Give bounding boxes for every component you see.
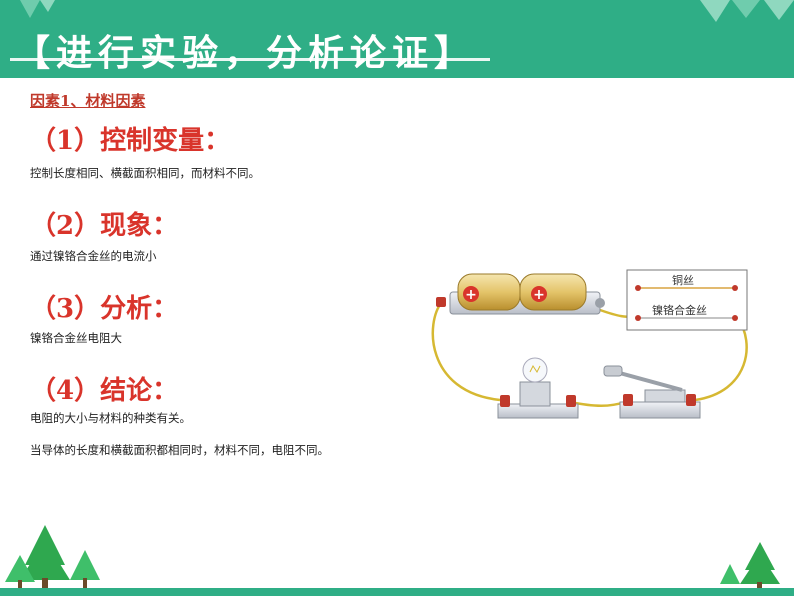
- header-decoration: [10, 0, 794, 61]
- battery-plus-2: +: [533, 287, 545, 303]
- factor-title: 因素1、材料因素: [30, 92, 146, 110]
- page-title: 【进行实验，分析论证】: [14, 32, 477, 74]
- header-banner: 【进行实验，分析论证】: [0, 0, 794, 78]
- battery-terminal-1: [463, 286, 479, 302]
- section-text-2: 通过镍铬合金丝的电流小: [30, 249, 157, 263]
- tree-decoration-left: [5, 525, 100, 588]
- circuit-diagram: + + 铜丝 镍铬合金丝: [431, 269, 748, 419]
- battery-terminal-2: [531, 286, 547, 302]
- wire-board: [626, 269, 748, 331]
- tree-decoration-right: [720, 542, 780, 588]
- battery-plus-1: +: [465, 287, 477, 303]
- section-heading-2: （2）现象：: [30, 211, 179, 241]
- conclusion-extra-text: 当导体的长度和横截面积都相同时，材料不同，电阻不同。: [30, 443, 329, 457]
- wire-right: [694, 318, 748, 402]
- section-text-3: 镍铬合金丝电阻大: [30, 331, 122, 345]
- lamp-bulb: [522, 357, 548, 383]
- footer-bar: [0, 588, 794, 596]
- copper-wire-label: 铜丝: [672, 273, 694, 287]
- battery-2: [519, 273, 587, 311]
- section-heading-3: （3）分析：: [30, 294, 179, 324]
- wire-left: [431, 301, 501, 402]
- section-heading-4: （4）结论：: [30, 376, 179, 406]
- terminal-left: [436, 297, 446, 307]
- terminal-right: [595, 298, 605, 308]
- nichrome-wire-label: 镍铬合金丝: [652, 303, 707, 317]
- switch-lever: [615, 370, 683, 392]
- section-text-1: 控制长度相同、横截面积相同，而材料不同。: [30, 166, 260, 180]
- section-text-4: 电阻的大小与材料的种类有关。: [30, 411, 191, 425]
- section-heading-1: （1）控制变量：: [30, 126, 231, 156]
